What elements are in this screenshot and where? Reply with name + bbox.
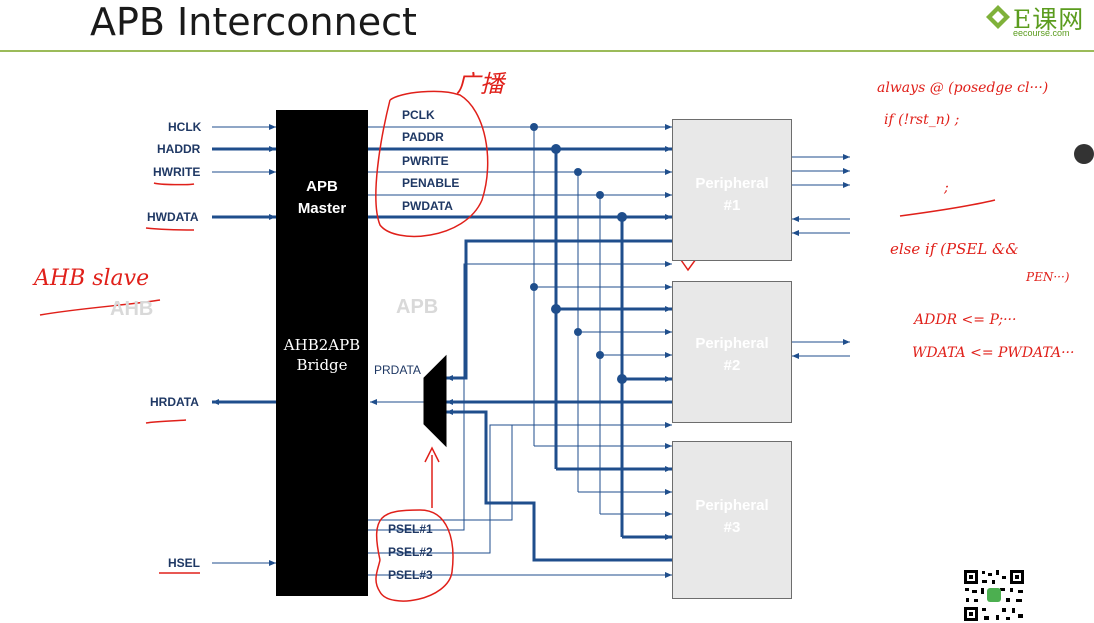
annotation-code-3: ; [944, 180, 949, 196]
pclk-label: PCLK [402, 108, 435, 122]
bridge-label-1: AHB2APB [283, 336, 361, 354]
title-divider [0, 50, 1094, 52]
annotation-code-6: ADDR <= P;··· [914, 312, 1017, 328]
peripheral-1-name: Peripheral [695, 175, 769, 192]
screen-tool-button[interactable] [1074, 144, 1094, 164]
annotation-code-7: WDATA <= PWDATA··· [912, 345, 1075, 361]
hsel-label: HSEL [168, 556, 201, 570]
peripheral-3-num: #3 [723, 519, 741, 536]
logo-text: E课网 [1013, 5, 1085, 34]
annotation-code-2: if (!rst_n) ; [884, 112, 960, 128]
annotation-code-5: PEN···) [1026, 270, 1070, 284]
hrdata-label: HRDATA [150, 395, 199, 409]
annotation-ahb-slave: AHB slave [34, 266, 150, 291]
psel3-label: PSEL#3 [388, 568, 433, 582]
ahb-zone-label: AHB [110, 298, 154, 320]
psel1-label: PSEL#1 [388, 522, 433, 536]
paddr-label: PADDR [402, 130, 444, 144]
apb-master-label-1: APB [306, 178, 338, 195]
haddr-label: HADDR [157, 142, 201, 156]
peripheral-1-num: #1 [723, 197, 741, 214]
annotation-broadcast: 广播 [456, 70, 504, 98]
prdata-mux [423, 354, 447, 448]
apb-master-label-2: Master [297, 200, 347, 217]
apb-zone-label: APB [396, 296, 439, 318]
prdata-label: PRDATA [374, 363, 421, 377]
hclk-label: HCLK [168, 120, 202, 134]
peripheral-2-name: Peripheral [695, 335, 769, 352]
pwrite-label: PWRITE [402, 154, 449, 168]
bridge-label-2: Bridge [296, 356, 348, 374]
ahb2apb-bridge: APB Master AHB2APB Bridge [276, 110, 368, 596]
pwdata-label: PWDATA [402, 199, 453, 213]
peripheral-2-num: #2 [723, 357, 741, 374]
penable-label: PENABLE [402, 176, 460, 190]
page-title: APB Interconnect [90, 0, 417, 44]
psel2-label: PSEL#2 [388, 545, 433, 559]
hwdata-label: HWDATA [147, 210, 199, 224]
annotation-code-4: else if (PSEL && [890, 240, 1019, 258]
annotation-code-1: always @ (posedge cl···) [877, 80, 1049, 96]
peripheral-1: Peripheral #1 [672, 119, 792, 261]
hwrite-label: HWRITE [153, 165, 201, 179]
logo-subtext: eecourse.com [1013, 28, 1070, 38]
peripheral-2: Peripheral #2 [672, 281, 792, 423]
peripheral-3-name: Peripheral [695, 497, 769, 514]
logo-icon [986, 5, 1010, 29]
qr-code-icon [962, 568, 1026, 623]
peripheral-3: Peripheral #3 [672, 441, 792, 599]
